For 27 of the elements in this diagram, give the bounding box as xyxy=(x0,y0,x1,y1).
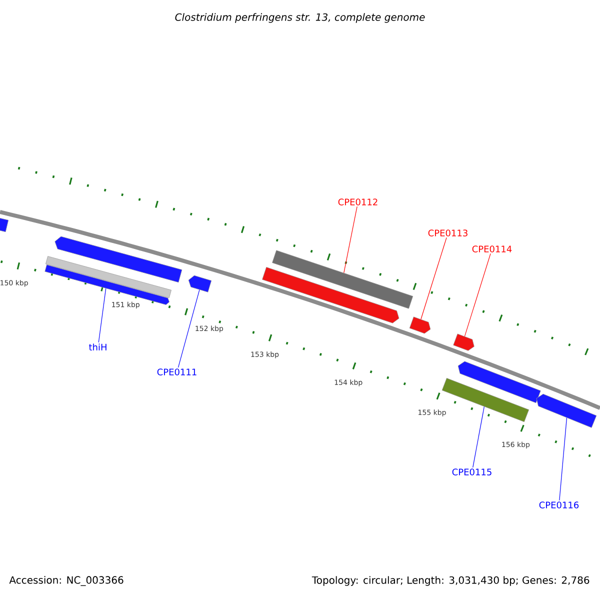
gene-label: thiH xyxy=(88,344,106,350)
leader-line xyxy=(464,253,491,337)
leader-line xyxy=(559,418,568,501)
gene-bar xyxy=(46,256,172,298)
leader-line xyxy=(420,237,447,320)
gene-bar xyxy=(536,394,597,428)
gene-bar xyxy=(458,361,541,404)
gene-label: CPE0111 xyxy=(157,368,196,376)
leader-line xyxy=(344,206,358,274)
genome-info: Topology: circular; Length: 3,031,430 bp; Genes: 2,786 xyxy=(312,576,590,586)
gene-bar xyxy=(0,216,9,232)
leader-line xyxy=(98,288,106,343)
gene-label: CPE0114 xyxy=(472,246,512,252)
leader-line xyxy=(472,406,484,468)
gene-label: CPE0112 xyxy=(338,198,378,206)
accession-text: Accession: NC_003366 xyxy=(9,576,124,586)
gene-label: CPE0115 xyxy=(452,468,492,476)
gene-bar xyxy=(54,236,182,283)
gene-bar xyxy=(262,266,400,324)
gene-bar xyxy=(409,316,431,334)
gene-label: CPE0113 xyxy=(428,230,468,236)
gene-bar xyxy=(453,334,474,351)
title: Clostridium perfringens str. 13, complete genome xyxy=(175,13,425,23)
gene-bar xyxy=(188,275,212,292)
gene-bar xyxy=(272,250,414,309)
gene-label: CPE0116 xyxy=(539,502,579,508)
leader-line xyxy=(178,290,200,368)
